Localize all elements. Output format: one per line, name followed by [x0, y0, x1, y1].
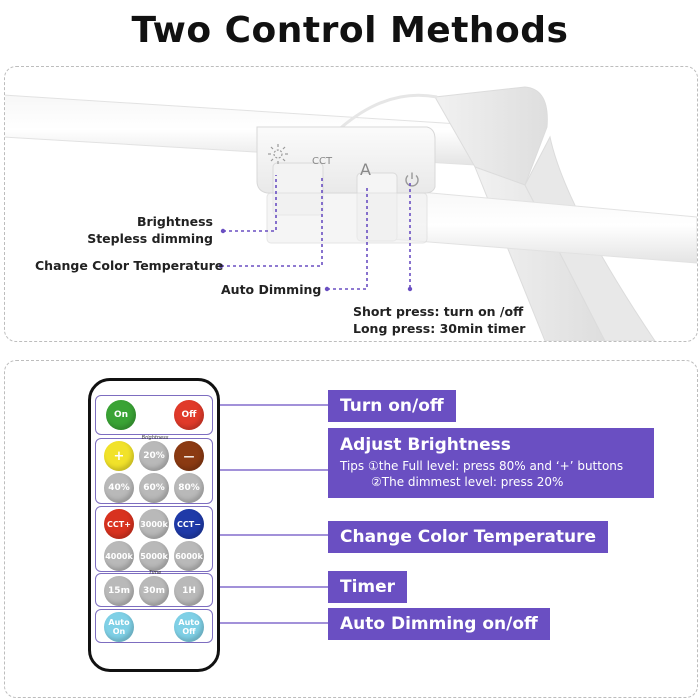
brightness-callout-line2: Stepless dimming — [87, 231, 213, 246]
auto-dimming-tag: Auto Dimming on/off — [328, 608, 550, 640]
brightness-40-button[interactable]: 40% — [104, 473, 134, 503]
brightness-plus-button[interactable]: + — [104, 441, 134, 471]
change-color-temp-tag: Change Color Temperature — [328, 521, 609, 553]
page-title: Two Control Methods — [131, 10, 569, 51]
tips-line-2: ②The dimmest level: press 20% — [371, 475, 564, 489]
adjust-brightness-tag: Adjust Brightness Tips ①the Full level: … — [328, 428, 654, 498]
power-callout-line1: Short press: turn on /off — [353, 304, 524, 319]
auto-on-label-2: On — [112, 627, 126, 636]
brightness-minus-button[interactable]: — — [174, 441, 204, 471]
timer-group: Time 15m 30m 1H — [95, 570, 213, 607]
auto-on-button[interactable]: Auto On — [104, 612, 134, 642]
timer-1h-button[interactable]: 1H — [174, 576, 204, 606]
auto-off-label-1: Auto — [178, 618, 200, 627]
auto-icon-label: A — [360, 160, 371, 179]
brightness-80-button[interactable]: 80% — [174, 473, 204, 503]
cct-5000k-button[interactable]: 5000k — [139, 541, 169, 571]
power-icon — [405, 172, 419, 187]
cct-4000k-button[interactable]: 4000k — [104, 541, 134, 571]
cct-6000k-button[interactable]: 6000k — [174, 541, 204, 571]
brightness-callout: Brightness Stepless dimming — [61, 213, 213, 247]
power-group: On Off — [95, 395, 213, 435]
timer-tag: Timer — [328, 571, 408, 603]
timer-30m-button[interactable]: 30m — [139, 576, 169, 606]
power-callout-line2: Long press: 30min timer — [353, 321, 526, 336]
cct-plus-button[interactable]: CCT+ — [104, 509, 134, 539]
brightness-60-button[interactable]: 60% — [139, 473, 169, 503]
color-temp-group: CCT+ 3000k CCT− 4000k 5000k 6000k — [95, 506, 213, 572]
cct-icon-label: CCT — [312, 156, 333, 167]
auto-off-button[interactable]: Auto Off — [174, 612, 204, 642]
brightness-20-button[interactable]: 20% — [139, 441, 169, 471]
turn-onoff-tag: Turn on/off — [328, 390, 456, 422]
timer-15m-button[interactable]: 15m — [104, 576, 134, 606]
auto-dimming-callout: Auto Dimming — [221, 282, 322, 297]
brightness-group: Brightness + 20% — 40% 60% 80% — [95, 435, 213, 504]
brightness-group-label: Brightness — [141, 435, 169, 441]
cct-3000k-button[interactable]: 3000k — [139, 509, 169, 539]
timer-group-label: Time — [148, 570, 162, 576]
remote-on-button[interactable]: On — [106, 400, 136, 430]
tips-line-1: Tips ①the Full level: press 80% and ‘+’ … — [340, 459, 624, 473]
adjust-brightness-heading: Adjust Brightness — [340, 435, 511, 455]
cct-minus-button[interactable]: CCT− — [174, 509, 204, 539]
callout-lines — [218, 175, 413, 292]
power-callout: Short press: turn on /off Long press: 30… — [353, 303, 525, 337]
remote-off-button[interactable]: Off — [174, 400, 204, 430]
lamp-controls-panel: CCT A Brightness Stepless dimming Change… — [4, 66, 698, 342]
remote-control: On Off Brightness + 20% — 40% 60% 80% CC… — [88, 378, 220, 672]
sun-icon — [268, 144, 288, 164]
brightness-callout-line1: Brightness — [136, 214, 213, 229]
auto-off-label-2: Off — [182, 627, 196, 636]
color-temp-callout: Change Color Temperature — [35, 258, 224, 273]
auto-dimming-group: Auto On Auto Off — [95, 609, 213, 643]
auto-on-label-1: Auto — [108, 618, 130, 627]
